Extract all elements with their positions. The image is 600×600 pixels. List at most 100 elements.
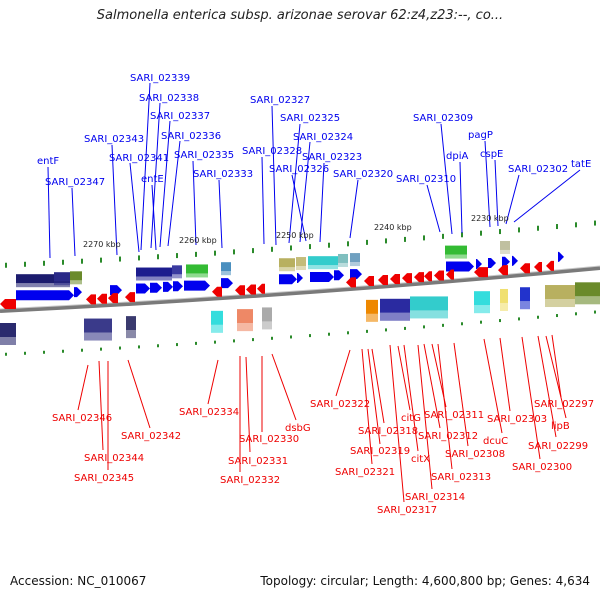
- gene-label-top: SARI_02327: [250, 95, 310, 106]
- leader-line-bottom: [537, 335, 557, 438]
- feature-block: [445, 254, 467, 259]
- leader-line-bottom: [521, 336, 541, 460]
- leader-line-top: [167, 140, 181, 247]
- leader-line-bottom: [371, 348, 385, 424]
- feature-blocks: [0, 240, 600, 345]
- feature-block: [380, 298, 410, 313]
- gene-label-top: SARI_02341: [109, 153, 169, 164]
- gene-label-top: SARI_02328: [242, 146, 302, 157]
- feature-block: [16, 283, 70, 288]
- gene-label-bottom: SARI_02321: [335, 467, 395, 478]
- reverse-gene-arrow: [402, 273, 412, 284]
- gene-label-bottom: SARI_02299: [528, 441, 588, 452]
- tick-dot: [575, 222, 577, 228]
- reverse-gene-arrow: [246, 284, 256, 295]
- tick-dot: [119, 346, 121, 350]
- tick-dot: [499, 229, 501, 235]
- gene-label-top: SARI_02326: [269, 164, 329, 175]
- reverse-gene-arrow: [257, 283, 265, 294]
- feature-block: [237, 323, 253, 332]
- gene-label-bottom: SARI_02331: [228, 456, 288, 467]
- gene-label-bottom: SARI_02334: [179, 407, 239, 418]
- forward-gene-arrow: [184, 280, 210, 291]
- feature-block: [445, 245, 467, 255]
- gene-label-top: pagP: [468, 130, 493, 141]
- feature-block: [545, 299, 575, 308]
- leader-line-bottom: [453, 342, 469, 447]
- gene-label-bottom: lipB: [551, 421, 570, 432]
- gene-label-bottom: SARI_02330: [239, 434, 299, 445]
- feature-block: [279, 267, 295, 272]
- tick-dot: [385, 328, 387, 332]
- leader-line-bottom: [483, 338, 503, 434]
- gene-label-top: dpiA: [446, 151, 468, 162]
- leader-line-top: [349, 179, 359, 239]
- reverse-gene-arrow: [108, 293, 118, 304]
- gene-label-top: tatE: [571, 159, 591, 170]
- kbp-label: 2270 kbp: [83, 240, 121, 249]
- feature-block: [126, 316, 136, 331]
- gene-label-bottom: SARI_02311: [424, 410, 484, 421]
- reverse-gene-arrow: [346, 277, 356, 288]
- feature-block: [70, 271, 82, 281]
- tick-dot: [404, 236, 406, 242]
- feature-block: [380, 312, 410, 321]
- feature-block: [474, 305, 490, 314]
- kbp-label: 2230 kbp: [471, 214, 509, 223]
- gene-label-bottom: SARI_02322: [310, 399, 370, 410]
- tick-dot: [43, 350, 45, 354]
- tick-dot: [81, 258, 83, 264]
- tick-dot: [214, 340, 216, 344]
- gene-arrows: [0, 251, 564, 309]
- feature-block: [500, 288, 508, 303]
- gene-label-bottom: SARI_02317: [377, 505, 437, 516]
- forward-gene-arrow: [476, 259, 482, 270]
- forward-gene-arrow: [488, 258, 496, 269]
- leader-line-top: [505, 174, 520, 225]
- feature-block: [136, 267, 172, 277]
- reverse-gene-arrow: [212, 286, 222, 297]
- forward-gene-arrow: [110, 285, 122, 296]
- gene-label-bottom: SARI_02345: [74, 473, 134, 484]
- kbp-label: 2250 kbp: [276, 231, 314, 240]
- gene-label-top: entF: [37, 156, 59, 167]
- forward-gene-arrow: [150, 282, 162, 293]
- forward-gene-arrow: [173, 281, 183, 292]
- tick-dot: [233, 249, 235, 255]
- leader-line-top: [513, 169, 581, 223]
- feature-block: [211, 310, 223, 325]
- reverse-gene-arrow: [97, 293, 107, 304]
- feature-block: [500, 302, 508, 311]
- gene-label-top: SARI_02309: [413, 113, 473, 124]
- tick-dot: [480, 320, 482, 324]
- tick-dot: [309, 244, 311, 250]
- kbp-label: 2240 kbp: [374, 223, 412, 232]
- tick-dot: [100, 347, 102, 351]
- leader-line-top: [288, 123, 301, 244]
- gene-label-top: SARI_02347: [45, 177, 105, 188]
- forward-gene-arrow: [136, 283, 150, 294]
- reverse-gene-arrow: [520, 263, 530, 274]
- genome-backbone: [0, 266, 600, 313]
- feature-block: [308, 265, 338, 270]
- topology-text: Topology: circular; Length: 4,600,800 bp…: [260, 574, 590, 588]
- tick-dot: [442, 233, 444, 239]
- feature-block: [211, 324, 223, 333]
- feature-block: [221, 271, 231, 276]
- reverse-gene-arrow: [125, 292, 135, 303]
- leader-line-bottom: [245, 356, 251, 453]
- reverse-gene-arrow: [390, 274, 400, 285]
- reverse-gene-arrow: [546, 260, 554, 271]
- reverse-gene-arrow: [434, 270, 444, 281]
- feature-block: [237, 309, 253, 324]
- reverse-gene-arrow: [0, 299, 16, 309]
- tick-dot: [537, 315, 539, 319]
- leader-line-bottom: [551, 334, 562, 398]
- reverse-gene-arrow: [364, 276, 374, 287]
- leader-line-top: [440, 123, 453, 235]
- leader-line-bottom: [417, 344, 433, 490]
- tick-dot: [423, 325, 425, 329]
- tick-dot: [404, 326, 406, 330]
- leader-line-bottom: [207, 359, 219, 405]
